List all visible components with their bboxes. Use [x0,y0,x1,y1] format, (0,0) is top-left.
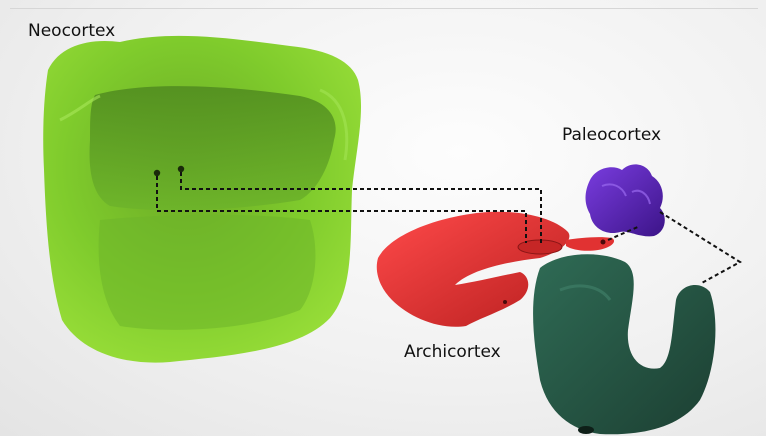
archicortex-label: Archicortex [404,342,501,362]
paleocortex-model [586,164,665,236]
paleocortex-label: Paleocortex [562,125,661,145]
hippocampus-model [533,254,715,434]
connector-paleocortex-hippocampus [660,212,740,284]
neocortex-label: Neocortex [28,21,115,41]
neocortex-model [43,36,361,363]
